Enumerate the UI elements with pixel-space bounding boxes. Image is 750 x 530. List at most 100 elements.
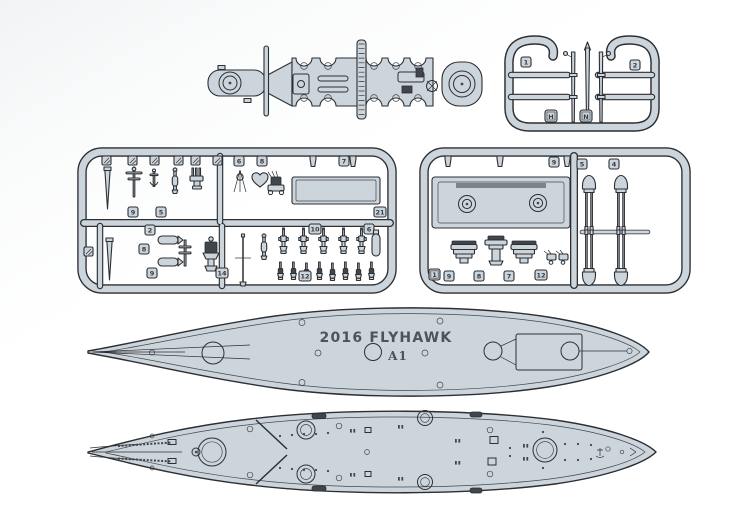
part-gun-pair — [543, 249, 569, 265]
part-funnel — [450, 240, 478, 264]
svg-text:14: 14 — [217, 270, 227, 278]
svg-text:5: 5 — [580, 161, 585, 169]
ladder-mast — [356, 39, 367, 120]
part-gun-mount — [202, 236, 220, 272]
part-peg — [309, 155, 317, 168]
sprue-tag: 6 — [233, 155, 245, 167]
part-funnel — [510, 240, 538, 264]
part-heart-plate — [251, 172, 269, 188]
svg-text:1: 1 — [524, 59, 529, 67]
mast-part — [596, 50, 612, 123]
brand-engraving: 2016 FLYHAWK — [320, 330, 453, 346]
sprue-tag: 8 — [138, 243, 150, 255]
part-turret — [581, 174, 597, 232]
sprue-tag: 14 — [215, 267, 229, 279]
sprue-tag: 12 — [298, 270, 312, 282]
sprue-tag: 21 — [373, 206, 387, 218]
part-pole-mast — [235, 233, 251, 287]
svg-text:8: 8 — [260, 158, 265, 166]
parts-sprue-left: 6 8 7 9 5 21 2 8 9 14 — [82, 152, 392, 289]
svg-text:H: H — [548, 113, 553, 121]
part-spike — [103, 166, 112, 210]
sprue-tag: 5 — [576, 158, 588, 170]
part-code-engraving: A1 — [387, 349, 408, 363]
part-peg — [444, 155, 452, 168]
part-aa-gun — [298, 227, 309, 255]
sprue-tag: 9 — [443, 270, 455, 282]
deck-bollards — [350, 425, 529, 481]
svg-text:7: 7 — [342, 158, 347, 166]
sprue-tag: 7 — [338, 155, 350, 167]
part-anchor — [149, 168, 159, 188]
svg-text:12: 12 — [536, 272, 545, 280]
part-aa-gun — [338, 227, 349, 255]
sprue-tag: 9 — [127, 206, 139, 218]
part-mg — [355, 262, 362, 282]
mast-part — [583, 41, 592, 121]
mast-sprue: 1 2 H N — [509, 40, 655, 127]
svg-text:8: 8 — [142, 246, 147, 254]
part-deck-plate — [291, 176, 381, 205]
part-mg — [342, 261, 349, 281]
svg-text:1: 1 — [432, 271, 437, 279]
sprue-tag: 9 — [548, 156, 560, 168]
main-deck-part — [87, 410, 657, 494]
upper-deck-part — [207, 39, 483, 120]
mast-yard — [263, 45, 270, 117]
svg-text:9: 9 — [150, 270, 155, 278]
svg-text:4: 4 — [612, 161, 617, 169]
part-column — [171, 167, 179, 195]
sprue-tag: 10 — [308, 223, 322, 235]
part-peg — [563, 155, 571, 168]
sprue-tag: 2 — [629, 59, 641, 71]
svg-text:9: 9 — [131, 209, 136, 217]
part-aa-gun — [278, 227, 289, 255]
sprue-tag: 1 — [520, 56, 532, 68]
part-funnel-center — [484, 235, 508, 266]
svg-text:9: 9 — [552, 159, 557, 167]
part-capsule — [157, 235, 184, 267]
svg-text:2: 2 — [633, 62, 638, 70]
runner-letter-tag: H — [544, 109, 558, 123]
runner-letter-tag: N — [579, 109, 593, 123]
mast-part — [562, 50, 578, 123]
svg-text:8: 8 — [477, 273, 482, 281]
parts-sprue-right: 9 1 9 8 7 12 — [424, 152, 686, 289]
sprue-tag: 8 — [256, 155, 268, 167]
breakwater — [255, 419, 288, 485]
svg-text:N: N — [583, 113, 588, 121]
part-peg — [349, 155, 357, 168]
deck-dots — [278, 430, 593, 473]
part-mg — [316, 261, 323, 281]
deck-tab — [217, 64, 226, 71]
sprue-tag: 8 — [473, 270, 485, 282]
part-turret — [581, 229, 597, 287]
part-pompom-quad — [267, 170, 285, 196]
svg-text:6: 6 — [367, 226, 372, 234]
part-davit — [125, 166, 143, 198]
sprue-tag: 9 — [146, 267, 158, 279]
svg-text:10: 10 — [310, 226, 320, 234]
sprue-tag: 5 — [155, 206, 167, 218]
part-column — [260, 233, 268, 261]
part-mg — [329, 262, 336, 282]
svg-text:5: 5 — [159, 209, 164, 217]
sprue-tag: 4 — [608, 158, 620, 170]
svg-text:6: 6 — [237, 158, 242, 166]
part-peg — [496, 155, 504, 168]
part-shelter-deck — [431, 176, 571, 229]
sprue-tag: 7 — [503, 270, 515, 282]
sprue-tag: 2 — [144, 224, 156, 236]
sprue-tag: 6 — [363, 223, 375, 235]
part-cross-mast — [178, 239, 192, 267]
sprue-tag: 12 — [534, 269, 548, 281]
part-mg — [277, 261, 284, 281]
deck-tab — [243, 97, 252, 104]
svg-text:7: 7 — [507, 273, 512, 281]
lower-hull-part: 2016 FLYHAWK A1 — [87, 307, 650, 397]
svg-text:12: 12 — [300, 273, 309, 281]
part-spike — [105, 237, 114, 281]
part-pompom — [189, 167, 204, 190]
